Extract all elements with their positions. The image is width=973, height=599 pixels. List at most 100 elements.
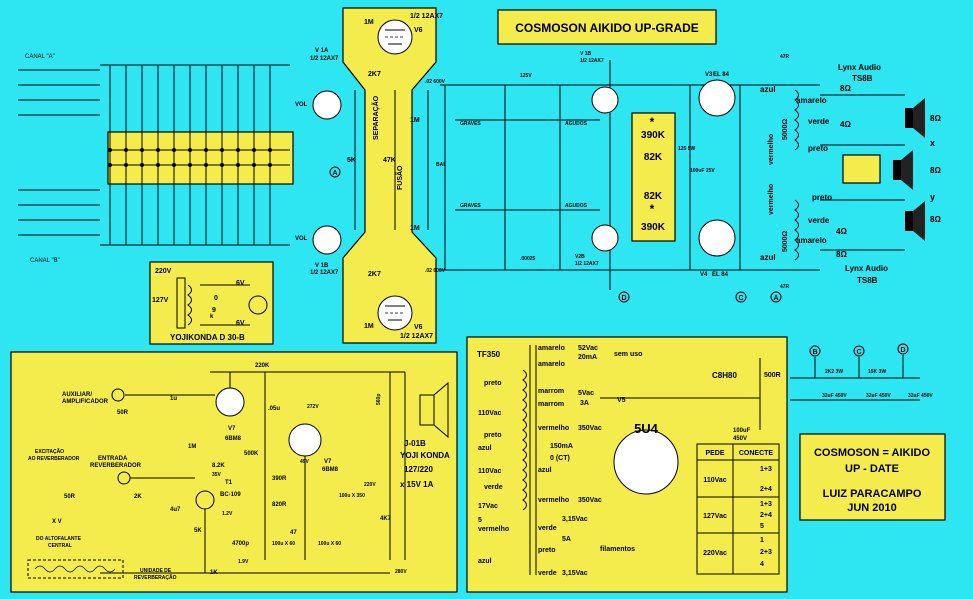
svg-text:VOL: VOL bbox=[295, 102, 308, 108]
svg-text:1+3: 1+3 bbox=[760, 501, 772, 508]
reverb-transformer-label: J-01B bbox=[404, 439, 426, 448]
svg-text:vermelho: vermelho bbox=[478, 526, 509, 533]
credit-line-1: COSMOSON = AIKIDO bbox=[814, 447, 930, 459]
svg-text:V 1B: V 1B bbox=[580, 51, 592, 57]
svg-text:1M: 1M bbox=[410, 225, 420, 232]
tone-stack: GRAVES AGUDOS GRAVES AGUDOS BAL .02 600V… bbox=[425, 51, 820, 290]
svg-text:100uF: 100uF bbox=[733, 428, 751, 434]
svg-text:82K: 82K bbox=[644, 191, 663, 202]
svg-text:REVERBERADOR: REVERBERADOR bbox=[90, 463, 142, 469]
svg-text:amarelo: amarelo bbox=[796, 236, 827, 245]
svg-text:.02 600V: .02 600V bbox=[425, 79, 446, 85]
svg-text:5Vac: 5Vac bbox=[578, 390, 594, 397]
svg-text:560p: 560p bbox=[376, 394, 382, 405]
svg-text:azul: azul bbox=[760, 253, 776, 262]
svg-text:vermelho: vermelho bbox=[768, 184, 775, 215]
svg-text:820R: 820R bbox=[272, 502, 287, 508]
svg-text:8Ω: 8Ω bbox=[930, 114, 941, 123]
svg-text:vermelho: vermelho bbox=[768, 134, 775, 165]
credit-box bbox=[799, 433, 946, 521]
svg-text:2K: 2K bbox=[134, 494, 142, 500]
svg-text:110Vac: 110Vac bbox=[703, 477, 726, 484]
svg-text:x 15V 1A: x 15V 1A bbox=[400, 480, 434, 489]
svg-text:V5: V5 bbox=[617, 397, 626, 404]
svg-text:127/220: 127/220 bbox=[404, 465, 433, 474]
svg-text:390K: 390K bbox=[641, 222, 666, 233]
speaker-icon-bottom bbox=[905, 201, 925, 241]
svg-text:3,15Vac: 3,15Vac bbox=[562, 516, 588, 523]
power-tubes: V3 EL 84 V4 EL 84 125 5W 100uF 25V bbox=[678, 72, 741, 278]
svg-text:GRAVES: GRAVES bbox=[460, 203, 481, 209]
svg-text:1.9V: 1.9V bbox=[238, 559, 249, 565]
output-section: azul amarelo verde preto vermelho 5000Ω … bbox=[760, 54, 941, 290]
svg-text:5000Ω: 5000Ω bbox=[782, 230, 789, 252]
svg-text:47K: 47K bbox=[383, 157, 396, 164]
svg-text:3A: 3A bbox=[580, 400, 589, 407]
svg-text:preto: preto bbox=[484, 432, 502, 439]
svg-text:127Vac: 127Vac bbox=[703, 513, 727, 520]
svg-text:390K: 390K bbox=[641, 130, 666, 141]
speaker-top-label: Lynx Audio bbox=[838, 63, 881, 72]
svg-text:47R: 47R bbox=[780, 284, 790, 290]
svg-text:350Vac: 350Vac bbox=[578, 497, 602, 504]
svg-text:YOJI KONDA: YOJI KONDA bbox=[400, 451, 450, 460]
svg-text:110Vac: 110Vac bbox=[478, 468, 501, 475]
svg-text:500K: 500K bbox=[244, 451, 259, 457]
svg-text:UNIDADE DE: UNIDADE DE bbox=[140, 568, 172, 574]
svg-text:8Ω: 8Ω bbox=[840, 84, 851, 93]
svg-text:EL 84: EL 84 bbox=[712, 272, 729, 278]
svg-text:150mA: 150mA bbox=[550, 443, 573, 450]
svg-text:4700p: 4700p bbox=[232, 541, 249, 547]
svg-text:x: x bbox=[930, 138, 935, 148]
svg-text:100u X 60: 100u X 60 bbox=[318, 541, 341, 547]
svg-text:125 5W: 125 5W bbox=[678, 146, 696, 152]
v1a-tube: V 1A 1/2 12AX7 VOL bbox=[295, 48, 342, 120]
svg-text:C: C bbox=[856, 349, 861, 356]
svg-text:verde: verde bbox=[538, 570, 557, 577]
svg-text:32uF 450V: 32uF 450V bbox=[908, 393, 933, 399]
svg-text:.02 600V: .02 600V bbox=[425, 268, 446, 274]
svg-text:V3: V3 bbox=[705, 72, 713, 78]
svg-text:6BM8: 6BM8 bbox=[225, 436, 242, 442]
credit-line-2: UP - DATE bbox=[845, 463, 899, 475]
svg-text:50R: 50R bbox=[64, 494, 76, 500]
canal-a-label: CANAL "A" bbox=[25, 54, 55, 60]
voltage-table bbox=[696, 443, 780, 575]
svg-text:DO ALTOFALANTE: DO ALTOFALANTE bbox=[36, 536, 82, 542]
svg-text:1/2 12AX7: 1/2 12AX7 bbox=[575, 261, 599, 267]
svg-text:VOL: VOL bbox=[295, 236, 308, 242]
svg-text:2K7: 2K7 bbox=[368, 71, 381, 78]
svg-text:9: 9 bbox=[212, 307, 216, 314]
svg-text:*: * bbox=[650, 202, 655, 216]
selector-switch-block bbox=[107, 131, 294, 185]
svg-text:V7: V7 bbox=[228, 426, 236, 432]
svg-text:17Vac: 17Vac bbox=[478, 503, 498, 510]
heater-model-label: YOJIKONDA D 30-B bbox=[170, 333, 245, 342]
svg-text:3,15Vac: 3,15Vac bbox=[562, 570, 588, 577]
svg-text:D: D bbox=[900, 347, 905, 354]
svg-text:5: 5 bbox=[478, 517, 482, 524]
svg-text:1/2 12AX7: 1/2 12AX7 bbox=[580, 58, 604, 64]
svg-text:0: 0 bbox=[214, 295, 218, 302]
svg-text:272V: 272V bbox=[307, 404, 319, 410]
svg-text:4u7: 4u7 bbox=[170, 507, 181, 513]
svg-text:1M: 1M bbox=[410, 117, 420, 124]
svg-text:2K2 3W: 2K2 3W bbox=[825, 369, 843, 375]
svg-text:CENTRAL: CENTRAL bbox=[48, 543, 72, 549]
credit-line-3: LUIZ PARACAMPO bbox=[823, 488, 922, 500]
svg-text:AUXILIAR/: AUXILIAR/ bbox=[62, 392, 92, 398]
svg-text:GRAVES: GRAVES bbox=[460, 121, 481, 127]
svg-text:2+3: 2+3 bbox=[760, 549, 772, 556]
svg-text:6V: 6V bbox=[236, 320, 245, 327]
svg-text:47R: 47R bbox=[780, 54, 790, 60]
power-supply: TF350 amarelo amarelo 52Vac 20mA sem uso… bbox=[477, 345, 781, 577]
svg-text:EL 84: EL 84 bbox=[713, 72, 730, 78]
svg-text:azul: azul bbox=[538, 467, 552, 474]
svg-text:5K: 5K bbox=[347, 157, 356, 164]
svg-text:TS8B: TS8B bbox=[852, 74, 873, 83]
svg-text:4Ω: 4Ω bbox=[836, 227, 847, 236]
svg-text:TS8B: TS8B bbox=[857, 276, 878, 285]
svg-text:5000Ω: 5000Ω bbox=[782, 118, 789, 140]
separacao-label: SEPARAÇÃO bbox=[371, 95, 380, 140]
svg-text:AO REVERBERADOR: AO REVERBERADOR bbox=[28, 456, 80, 462]
